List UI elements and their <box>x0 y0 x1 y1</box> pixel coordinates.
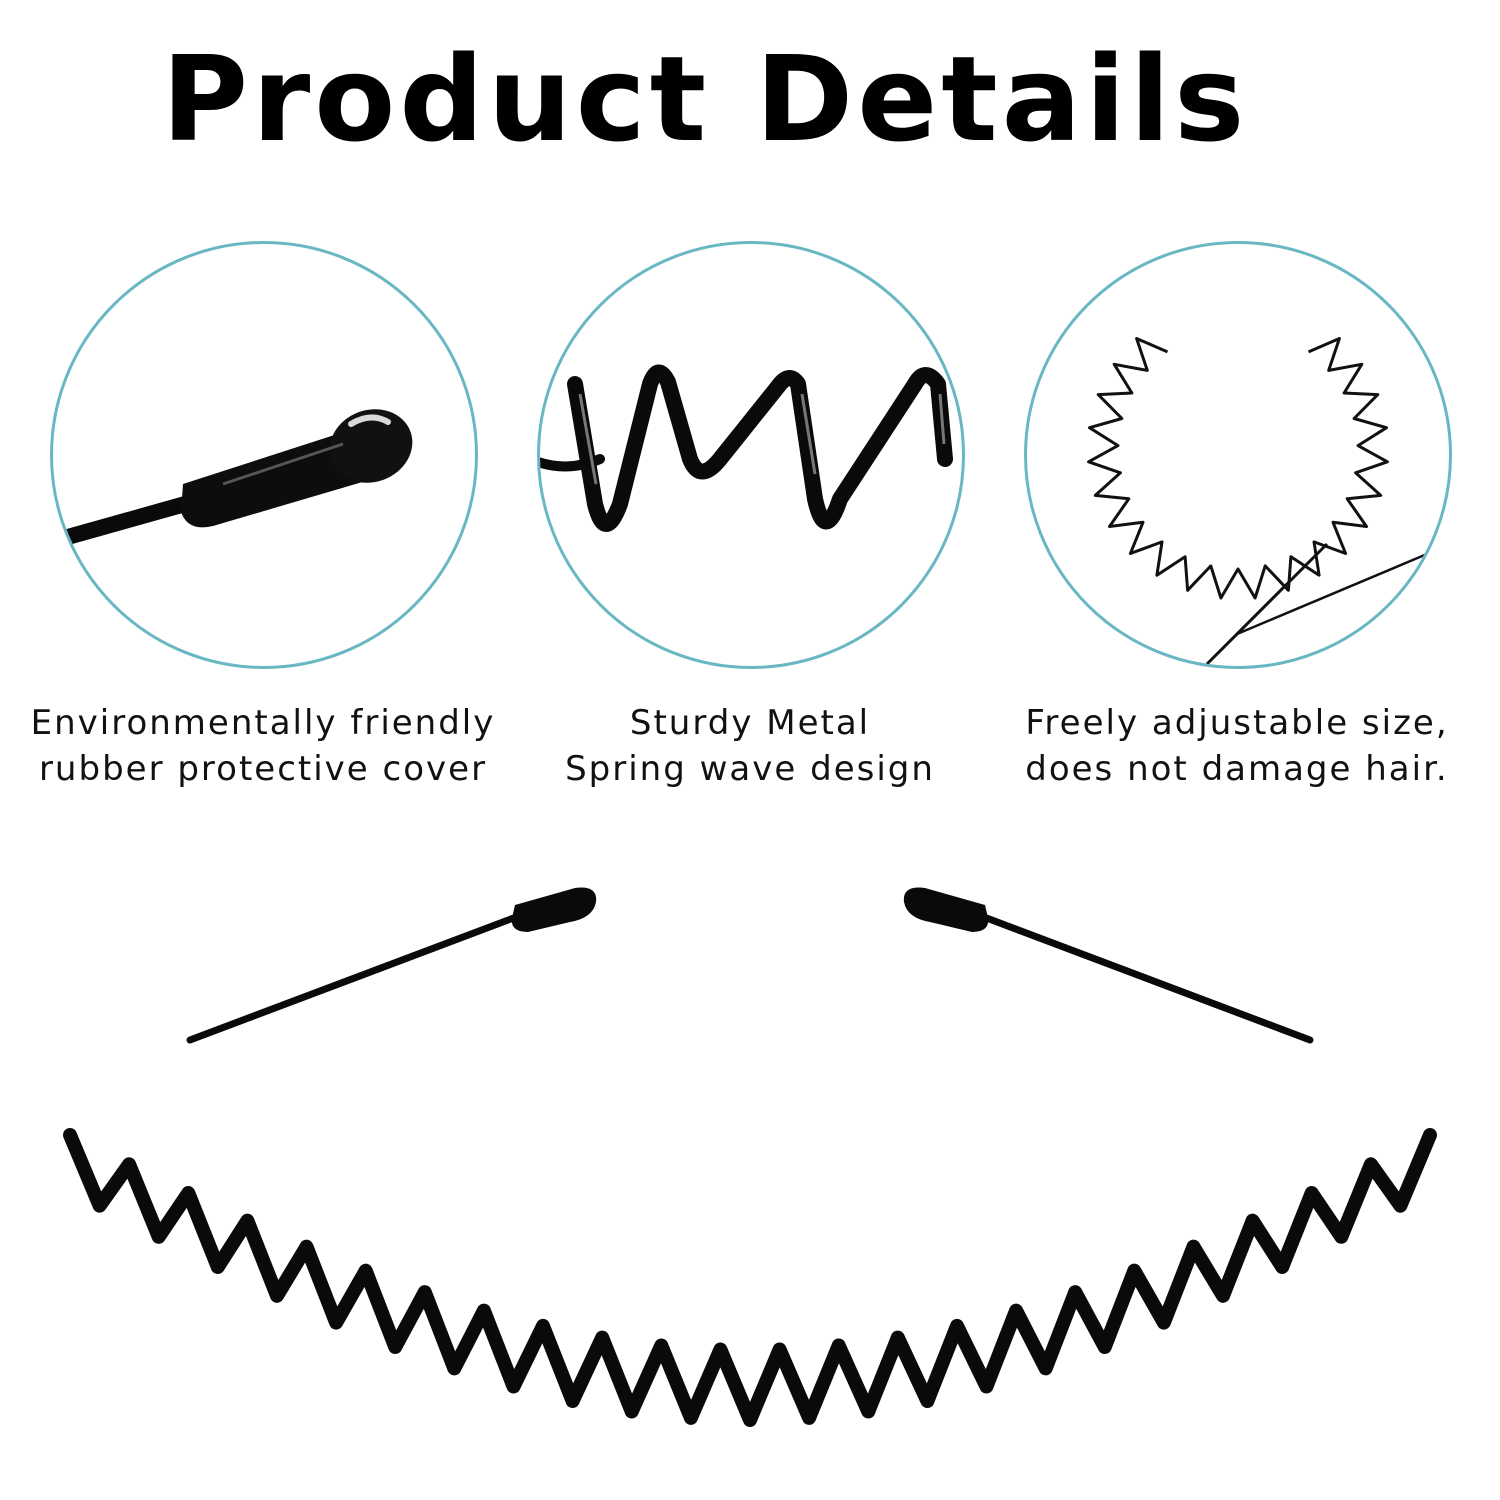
rubber-tip-icon <box>53 409 413 550</box>
feature-caption-1-line2: rubber protective cover <box>38 749 488 789</box>
feature-caption-2-line1: Sturdy Metal <box>629 703 871 743</box>
feature-image-spring-wave <box>537 241 965 669</box>
page-title: Product Details <box>161 30 1249 168</box>
feature-caption-2: Sturdy Metal Spring wave design <box>500 700 1000 792</box>
circular-band-icon <box>1087 337 1428 666</box>
feature-caption-2-line2: Spring wave design <box>565 749 935 789</box>
feature-image-circular-band <box>1024 241 1452 669</box>
feature-caption-1-line1: Environmentally friendly <box>30 703 496 743</box>
feature-caption-1: Environmentally friendly rubber protecti… <box>13 700 513 792</box>
feature-caption-3-line1: Freely adjustable size, <box>1025 703 1449 743</box>
feature-caption-3-line2: does not damage hair. <box>1025 749 1449 789</box>
feature-caption-3: Freely adjustable size, does not damage … <box>987 700 1487 792</box>
feature-image-rubber-tip <box>50 241 478 669</box>
headband-product-image <box>63 887 1437 1427</box>
spring-wave-icon <box>540 364 953 532</box>
